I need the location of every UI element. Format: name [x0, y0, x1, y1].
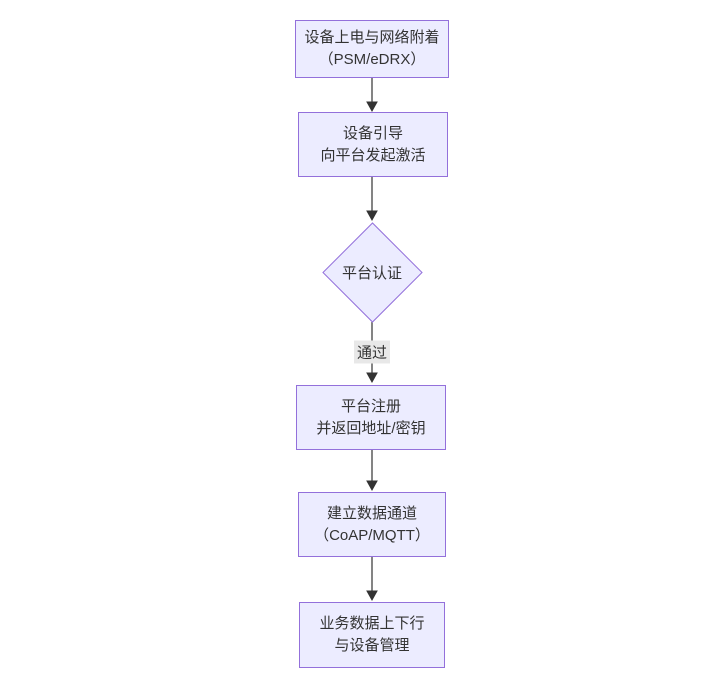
arrow-d-to-e — [366, 450, 378, 492]
node-business-data: 业务数据上下行 与设备管理 — [299, 602, 445, 668]
edge-label-pass: 通过 — [353, 340, 391, 364]
node-text-line: 建立数据通道 — [326, 504, 417, 522]
node-text-line: 平台认证 — [341, 264, 402, 282]
arrow-b-to-c — [366, 177, 378, 222]
arrow-e-to-f — [366, 557, 378, 602]
node-text-line: 平台注册 — [340, 397, 401, 415]
node-data-channel: 建立数据通道 （CoAP/MQTT） — [298, 492, 446, 557]
arrow-a-to-b — [366, 78, 378, 113]
node-text-line: 与设备管理 — [334, 637, 410, 654]
node-platform-register: 平台注册 并返回地址/密钥 — [296, 385, 446, 450]
node-text-line: （CoAP/MQTT） — [314, 526, 430, 544]
node-text-line: 设备上电与网络附着 — [304, 29, 440, 46]
node-platform-auth: 平台认证 — [321, 221, 423, 323]
node-text-line: 向平台发起激活 — [320, 146, 426, 164]
node-text-line: （PSM/eDRX） — [318, 51, 426, 68]
node-device-bootstrap: 设备引导 向平台发起激活 — [298, 112, 448, 177]
node-text-line: 设备引导 — [342, 124, 403, 142]
node-text-line: 业务数据上下行 — [319, 615, 425, 632]
node-text-line: 并返回地址/密钥 — [316, 419, 426, 437]
node-device-power-attach: 设备上电与网络附着 （PSM/eDRX） — [295, 20, 449, 78]
